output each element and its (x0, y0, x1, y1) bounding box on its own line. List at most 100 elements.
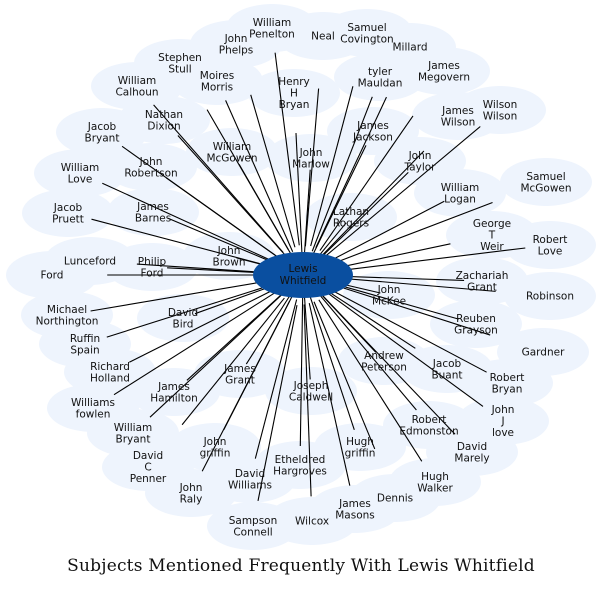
node-halo-etheldred-hargroves (254, 441, 346, 489)
node-ford[interactable]: Ford (41, 270, 64, 282)
node-halo-john-mckee (343, 271, 435, 319)
node-label-philip-ford-line1: Philip (138, 256, 167, 268)
node-label-etheldred-hargroves-line2: Hargroves (273, 465, 327, 477)
node-label-william-penelton-line2: Penelton (249, 28, 295, 40)
node-label-jacob-pruett-line1: Jacob (53, 202, 83, 214)
node-label-david-williams-line1: David (235, 468, 265, 480)
node-label-richard-holland-line1: Richard (90, 361, 130, 373)
node-label-william-love-line1: William (61, 162, 99, 174)
node-halo-moires-morris (171, 57, 263, 105)
node-label-wilcox-line1: Wilcox (295, 516, 329, 528)
edge-james-megovern (319, 115, 414, 251)
node-label-lathan-rogers-line2: Rogers (333, 217, 369, 229)
node-label-john-robertson-line1: John (139, 156, 163, 168)
node-halo-samuel-mcgowen (500, 158, 592, 206)
node-label-joseph-caldwell-line1: Joseph (293, 380, 329, 392)
edge-james-barnes (167, 217, 286, 268)
node-label-james-jackson-line1: James (356, 120, 389, 132)
node-label-williams-fowlen-line2: fowlen (76, 408, 111, 420)
node-neal[interactable]: Neal (311, 31, 335, 43)
node-label-hugh-walker-line1: Hugh (421, 471, 449, 483)
node-label-wilson-wilson-line1: Wilson (483, 99, 518, 111)
node-halo-john-phelps (190, 20, 282, 68)
hub-node[interactable]: Lewis Whitfield (253, 252, 353, 298)
node-lunceford[interactable]: Lunceford (64, 256, 116, 268)
node-robinson[interactable]: Robinson (526, 291, 574, 303)
node-halo-john-raly (145, 469, 237, 517)
node-label-john-raly-line2: Raly (180, 493, 203, 505)
node-label-john-taylor-line1: John (408, 150, 432, 162)
edge-william-bryant (149, 293, 283, 418)
node-label-george-t-weir-line3: Weir (480, 241, 504, 253)
node-dennis[interactable]: Dennis (377, 493, 413, 505)
node-label-samuel-mcgowen-line1: Samuel (526, 171, 565, 183)
edge-john-marlow (303, 169, 311, 261)
node-wilcox[interactable]: Wilcox (295, 516, 329, 528)
node-millard[interactable]: Millard (392, 42, 427, 54)
node-label-layer: WilliamPeneltonStephenStullJohnPhelpsNea… (36, 17, 574, 539)
edge-gardner (331, 283, 491, 336)
node-label-nathan-dixion-line1: Nathan (145, 109, 183, 121)
edge-john-taylor (316, 172, 409, 262)
edge-sampson-connell (257, 305, 298, 502)
node-gardner[interactable]: Gardner (522, 347, 565, 359)
node-label-henry-h-bryan-line2: H (290, 88, 298, 100)
edge-john-j-love (326, 292, 484, 407)
